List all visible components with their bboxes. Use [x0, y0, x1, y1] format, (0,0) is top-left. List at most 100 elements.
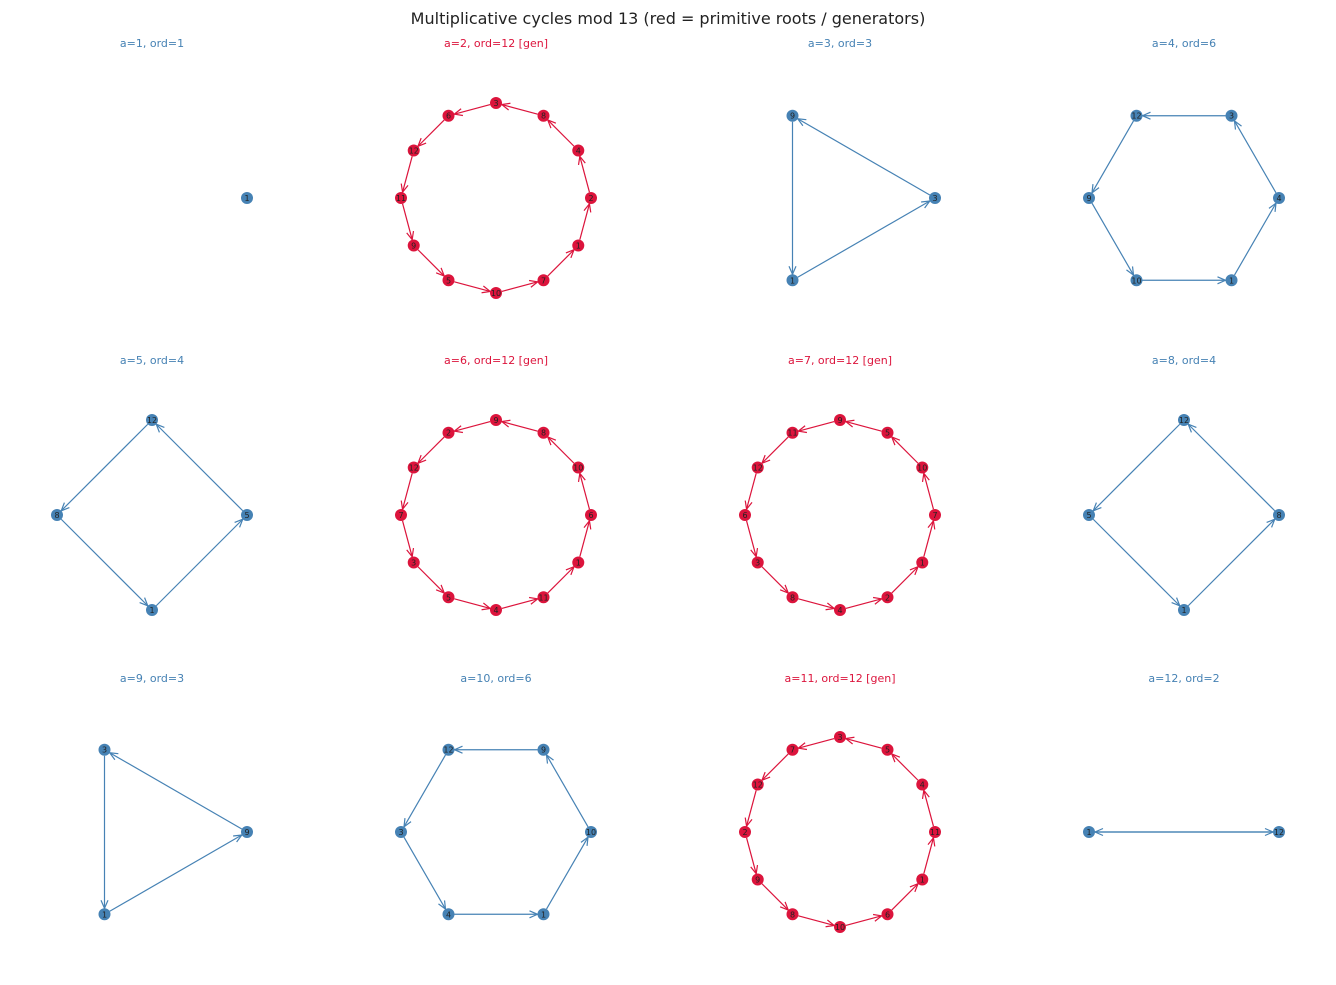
- node: 12: [751, 461, 764, 474]
- edge-arrow: [844, 736, 882, 749]
- node-label: 12: [409, 147, 419, 156]
- edge-arrow: [1141, 111, 1226, 120]
- panel-title: a=1, ord=1: [120, 37, 184, 50]
- node: 6: [881, 908, 894, 921]
- node: 2: [442, 426, 455, 439]
- panel-title: a=7, ord=12 [gen]: [788, 354, 892, 367]
- node-label: 1: [576, 242, 581, 251]
- node-label: 7: [541, 276, 546, 285]
- node-label: 5: [885, 429, 890, 438]
- edge-arrow: [891, 882, 920, 911]
- edge-arrow: [760, 753, 789, 782]
- node: 6: [739, 509, 751, 521]
- node-label: 9: [244, 828, 249, 837]
- node-label: 1: [920, 876, 925, 885]
- edge-arrow: [403, 754, 447, 829]
- edge-arrow: [155, 518, 244, 607]
- node: 11: [786, 426, 799, 439]
- node-label: 9: [411, 242, 416, 251]
- node-label: 12: [1274, 828, 1284, 837]
- edge-arrow: [416, 119, 445, 148]
- node-label: 1: [244, 194, 249, 203]
- node: 3: [834, 731, 846, 743]
- node-label: 3: [411, 559, 416, 568]
- edge-arrow: [500, 102, 538, 115]
- node-label: 1: [541, 910, 546, 919]
- node-label: 1: [920, 559, 925, 568]
- node: 5: [881, 743, 894, 756]
- node-label: 1: [1086, 828, 1091, 837]
- node-label: 9: [493, 416, 498, 425]
- node: 9: [407, 239, 420, 252]
- edge-arrow: [921, 471, 935, 510]
- node-label: 8: [790, 910, 795, 919]
- edge-arrow: [546, 118, 575, 147]
- node: 5: [442, 274, 455, 287]
- panel-title: a=8, ord=4: [1152, 354, 1216, 367]
- node: 12: [407, 144, 420, 157]
- edge-arrow: [60, 518, 149, 607]
- edge-arrow: [1092, 423, 1181, 512]
- node: 3: [1225, 109, 1238, 122]
- node: 1: [572, 556, 585, 569]
- node: 5: [442, 591, 455, 604]
- node-label: 12: [753, 464, 763, 473]
- node: 12: [1130, 109, 1143, 122]
- node: 3: [98, 743, 111, 756]
- edge-arrow: [403, 836, 447, 911]
- edge-arrow: [796, 737, 835, 751]
- edge-arrow: [798, 598, 836, 611]
- edge-arrow: [1091, 202, 1135, 277]
- figure-title: Multiplicative cycles mod 13 (red = prim…: [411, 9, 926, 28]
- node: 4: [834, 604, 846, 616]
- node-label: 12: [753, 781, 763, 790]
- edge-arrow: [577, 471, 591, 510]
- node: 1: [916, 556, 929, 569]
- edge-arrow: [109, 834, 244, 912]
- node-label: 8: [54, 511, 59, 520]
- node: 8: [537, 426, 550, 439]
- node-label: 4: [446, 910, 451, 919]
- edge-arrow: [745, 520, 759, 559]
- node: 5: [1083, 509, 1095, 521]
- node: 12: [1273, 826, 1285, 838]
- node: 12: [751, 778, 764, 791]
- edge-arrow: [579, 519, 592, 557]
- node: 10: [585, 826, 597, 838]
- edge-arrow: [546, 435, 575, 464]
- edge-arrow: [60, 423, 149, 512]
- panel-title: a=3, ord=3: [808, 37, 872, 50]
- edge-arrow: [452, 103, 491, 117]
- node: 6: [442, 109, 455, 122]
- node-label: 7: [790, 746, 795, 755]
- node: 7: [537, 274, 550, 287]
- node: 4: [916, 778, 929, 791]
- node-label: 4: [576, 147, 581, 156]
- edge-arrow: [1187, 423, 1276, 512]
- node: 3: [929, 192, 941, 204]
- node: 10: [572, 461, 585, 474]
- node-label: 5: [446, 593, 451, 602]
- node: 5: [881, 426, 894, 439]
- node-label: 10: [917, 464, 927, 473]
- node: 2: [739, 826, 751, 838]
- node: 7: [395, 509, 407, 521]
- edge-arrow: [501, 279, 540, 293]
- node-label: 6: [446, 112, 451, 121]
- node: 4: [1273, 192, 1285, 204]
- node-label: 7: [932, 511, 937, 520]
- edge-arrow: [454, 598, 492, 611]
- edge-arrow: [890, 752, 919, 781]
- panel-title: a=4, ord=6: [1152, 37, 1216, 50]
- panel-title: a=6, ord=12 [gen]: [444, 354, 548, 367]
- node-label: 3: [932, 194, 937, 203]
- node: 10: [1130, 274, 1143, 287]
- node-label: 8: [1276, 511, 1281, 520]
- node-label: 11: [538, 593, 548, 602]
- edge-arrow: [155, 423, 244, 512]
- edge-arrow: [1233, 119, 1277, 194]
